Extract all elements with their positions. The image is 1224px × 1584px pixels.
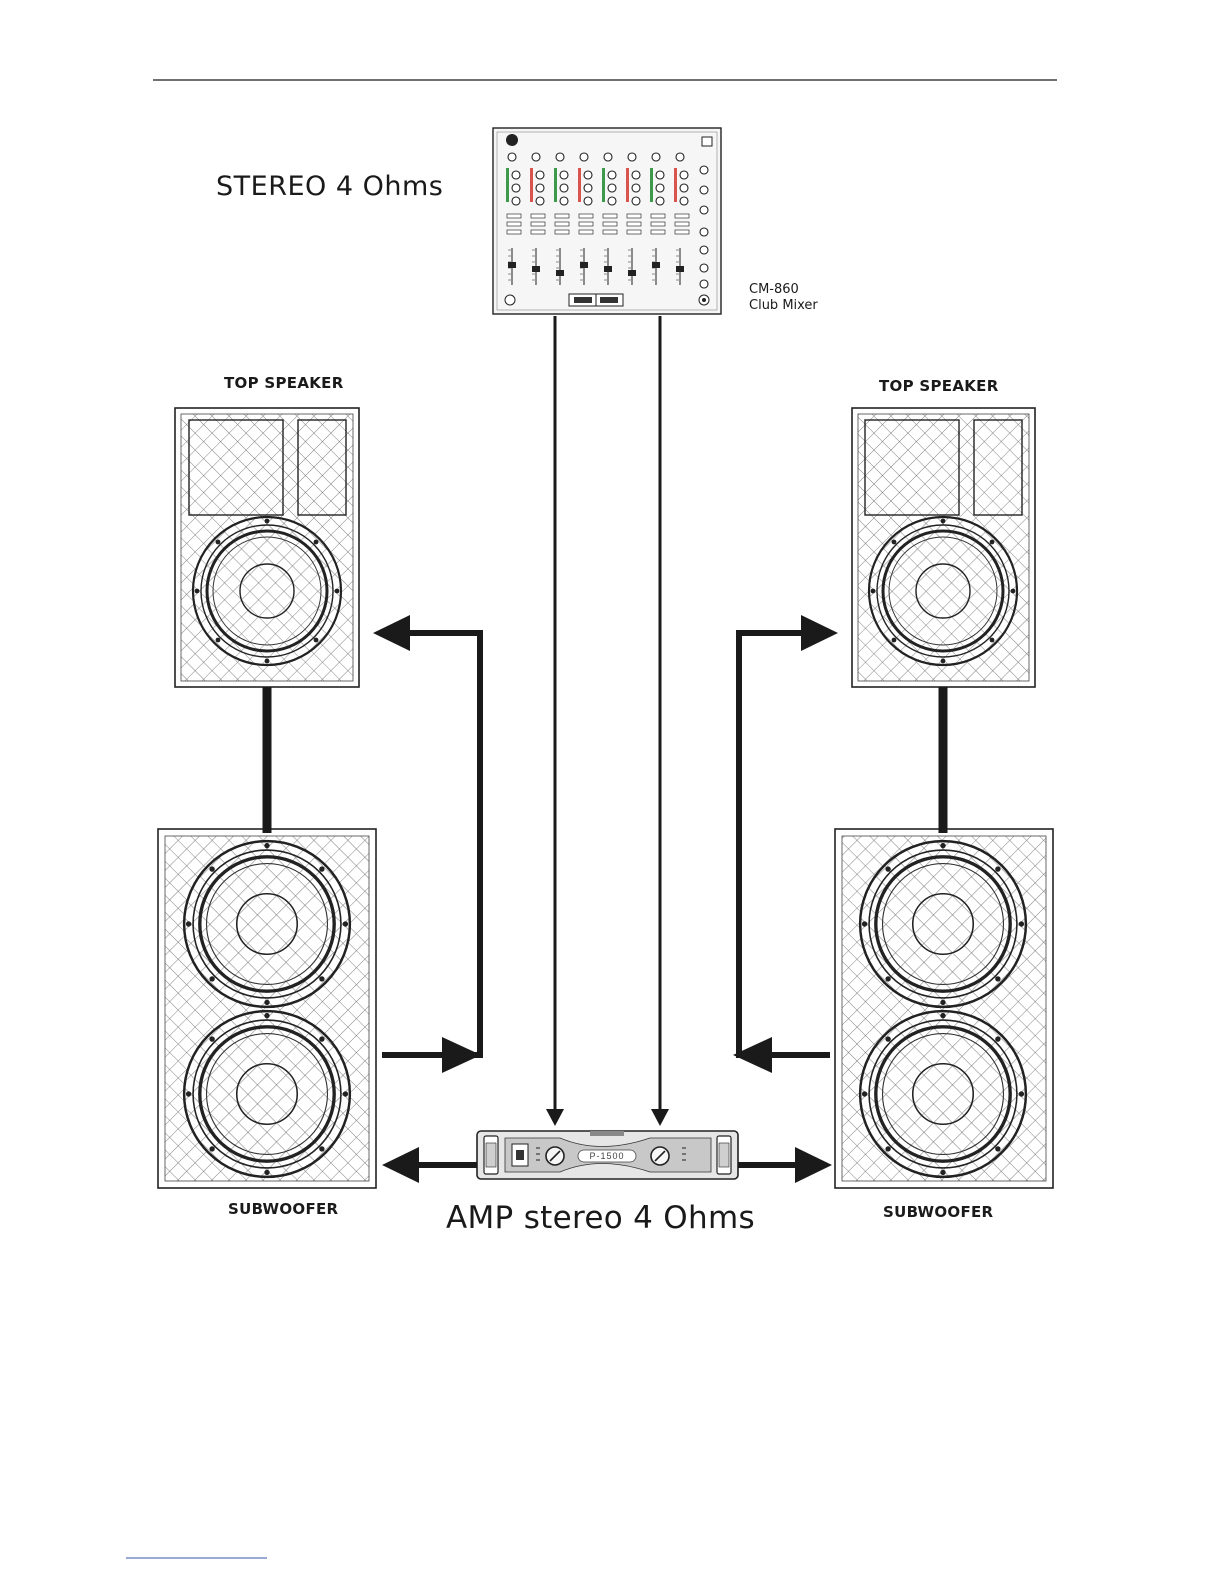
arrow-head-icon	[373, 615, 410, 651]
arrow-head-icon	[442, 1037, 481, 1073]
mixer-name: Club Mixer	[749, 298, 818, 314]
arrow-head-icon	[801, 615, 838, 651]
mixer-master-knob	[700, 166, 708, 174]
diagram-title: STEREO 4 Ohms	[216, 171, 443, 202]
mixer-master-knob	[700, 264, 708, 272]
left-top-speaker	[175, 408, 359, 687]
mixer-icon	[493, 128, 721, 314]
right-subwoofer	[835, 829, 1053, 1188]
left-sub-to-top-cable	[382, 633, 480, 1055]
left-subwoofer-label: SUBWOOFER	[228, 1200, 338, 1218]
amp-model-label: P-1500	[589, 1151, 624, 1161]
right-subwoofer-label: SUBWOOFER	[883, 1203, 993, 1221]
mixer-master-knob	[700, 186, 708, 194]
mixer-master-knob	[700, 228, 708, 236]
arrow-head-icon	[651, 1109, 669, 1126]
arrow-head-icon	[373, 615, 838, 1183]
amp-title: AMP stereo 4 Ohms	[446, 1200, 755, 1236]
arrow-head-icon	[546, 1109, 564, 1126]
mixer-master-knob	[700, 206, 708, 214]
left-subwoofer	[158, 829, 376, 1188]
mixer-model-label: CM-860 Club Mixer	[749, 282, 818, 314]
right-sub-to-top-cable	[739, 633, 830, 1055]
amplifier-icon: P-1500	[477, 1131, 738, 1179]
mixer-master-knob	[700, 280, 708, 288]
arrow-head-icon	[382, 1147, 419, 1183]
mixer-model: CM-860	[749, 282, 818, 298]
arrow-head-icon	[795, 1147, 832, 1183]
mixer-master-knob	[700, 246, 708, 254]
right-top-speaker-label: TOP SPEAKER	[879, 377, 999, 395]
right-top-speaker	[852, 408, 1035, 687]
left-top-speaker-label: TOP SPEAKER	[224, 374, 344, 392]
